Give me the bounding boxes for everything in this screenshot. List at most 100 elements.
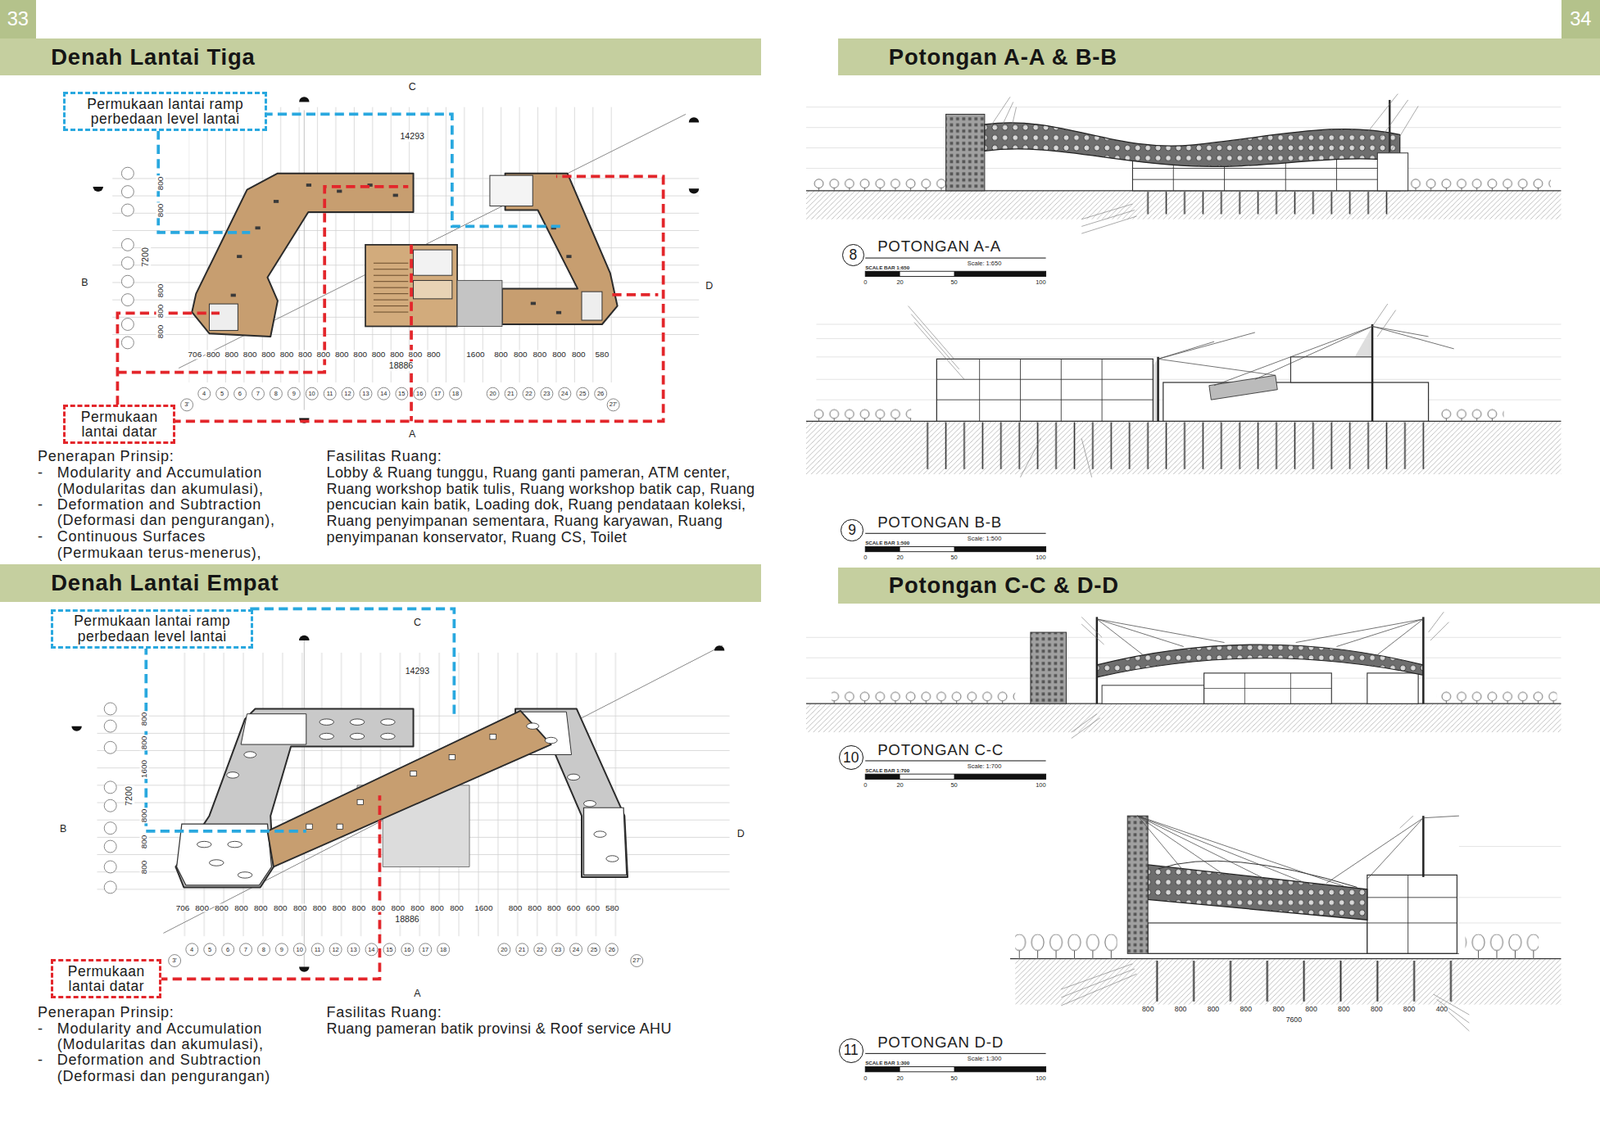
list-bullet: - (37, 1052, 44, 1070)
grid-bubble (240, 943, 253, 957)
dimension: 706 (187, 350, 204, 360)
dimension: 800 (331, 903, 348, 913)
grid-number: 16 (415, 390, 424, 398)
floor-plan-three-part-part (566, 254, 572, 259)
floor-plan-three-part (93, 96, 700, 423)
node-text: 8 (848, 248, 857, 263)
section-a-a-part (1132, 191, 1400, 214)
grid-number: 23 (542, 390, 551, 398)
section-b-b-part-part (815, 356, 1561, 358)
dimension: 800 (139, 808, 149, 825)
dimension: 800 (1206, 1006, 1221, 1015)
section-d-d-part (1464, 934, 1539, 960)
dimension: 800 (1141, 1006, 1156, 1015)
floor-plan-four-part-part (526, 723, 540, 730)
scale-number: 0 (862, 554, 868, 562)
grid-number: 18 (439, 946, 448, 953)
floor-plan-three-part-part (93, 186, 104, 192)
section-a-a-part (806, 107, 1561, 169)
floor-plan-three-part-part (373, 305, 408, 307)
scale-number: 20 (895, 782, 904, 789)
grid-number: 26 (607, 946, 617, 953)
section-title: POTONGAN C-C (877, 742, 1004, 759)
dimension: 800 (233, 903, 250, 913)
dimension: 800 (493, 350, 509, 360)
floor-plan-four-part-part (349, 733, 364, 739)
grid-bubble (323, 387, 336, 400)
floor-plan-four-part (584, 807, 627, 875)
dimension: 800 (297, 350, 313, 360)
scale-bar-label: SCALE BAR 1:700 (865, 768, 910, 775)
grid-bubble (341, 387, 354, 400)
section-a-a-part (989, 94, 1419, 235)
grid-number: 15 (385, 946, 394, 953)
section-d-d-part (1158, 861, 1358, 888)
dimension: 18886 (388, 361, 414, 372)
floor-plan-four-part-part (104, 781, 117, 794)
floor-plan-four-part-part (319, 719, 334, 726)
section-c-c-part-part (806, 637, 1561, 639)
floor-plan-three-part (178, 113, 686, 368)
section-a-a-part (1377, 153, 1408, 191)
section-c-c-part-part (1244, 673, 1246, 704)
section-b-b-part (865, 533, 1046, 535)
grid-bubble (203, 943, 217, 957)
node-text: 33 (7, 8, 29, 31)
grid-number: 23 (553, 946, 563, 953)
section-a-a-part (806, 190, 1561, 220)
grid-number: 8 (261, 946, 267, 953)
grid-number: 3' (171, 957, 178, 965)
grid-bubble (587, 943, 600, 957)
section-b-b-part-part (979, 358, 980, 422)
floor-plan-three-part (112, 163, 699, 347)
section-b-b-part (1163, 382, 1429, 422)
grid-bubble (198, 387, 211, 400)
grid-number: 12 (343, 390, 352, 398)
floor-plan-four-part-part (226, 772, 240, 779)
grid-bubble (181, 398, 194, 412)
section-d-d-part-part (1459, 922, 1562, 924)
grid-number: 15 (397, 390, 406, 398)
floor-plan-four-part-part (410, 770, 417, 776)
section-b-b-part (865, 546, 1046, 552)
floor-plan-three-part-part (121, 275, 134, 288)
grid-bubble (234, 387, 247, 400)
dimension: 800 (429, 903, 445, 913)
floor-plan-four-part-part (244, 752, 257, 758)
section-c-c-part (865, 760, 1046, 762)
section-c-c-part (865, 774, 900, 780)
dimension: 800 (371, 903, 387, 913)
grid-bubble (419, 943, 432, 957)
grid-number: 13 (361, 390, 370, 398)
heading: Penerapan Prinsip: (37, 448, 175, 466)
section-d-d-part (1132, 960, 1459, 1002)
section-b-b-part-part (907, 303, 1396, 478)
dimension: 600 (584, 903, 601, 913)
section-c-c-part (954, 774, 1047, 780)
section-title: POTONGAN A-A (877, 238, 1002, 255)
grid-bubble (365, 943, 378, 957)
floor-plan-four-part (306, 734, 497, 830)
dimension: 1600 (139, 759, 149, 780)
section-b-b-part-part (936, 399, 1153, 401)
section-c-c-part-part (1096, 619, 1225, 644)
grid-number: 11 (313, 946, 322, 953)
grid-bubble (395, 387, 408, 400)
dimension: 800 (409, 903, 426, 913)
floor-plan-four-part (267, 711, 551, 868)
section-d-d-part (1367, 874, 1458, 954)
floor-plan-three-part-part (336, 190, 342, 194)
section-d-d-part-part (1367, 897, 1458, 898)
node-text: 10 (843, 751, 859, 766)
dimension: 1600 (473, 903, 494, 913)
section-c-c-part (1101, 685, 1205, 704)
floor-plan-three-part-part (121, 203, 134, 217)
scale-number: 0 (862, 279, 868, 286)
heading: Fasilitas Ruang: (326, 448, 443, 466)
section-b-b-part-part (815, 323, 1561, 325)
node-text: Permukaan lantai ramp perbedaan level la… (67, 96, 263, 127)
floor-plan-three-part-part (121, 257, 134, 270)
dimension: 800 (279, 350, 295, 360)
floor-plan-four-part-part (357, 799, 363, 805)
node-text: Denah Lantai Tiga (50, 44, 255, 71)
